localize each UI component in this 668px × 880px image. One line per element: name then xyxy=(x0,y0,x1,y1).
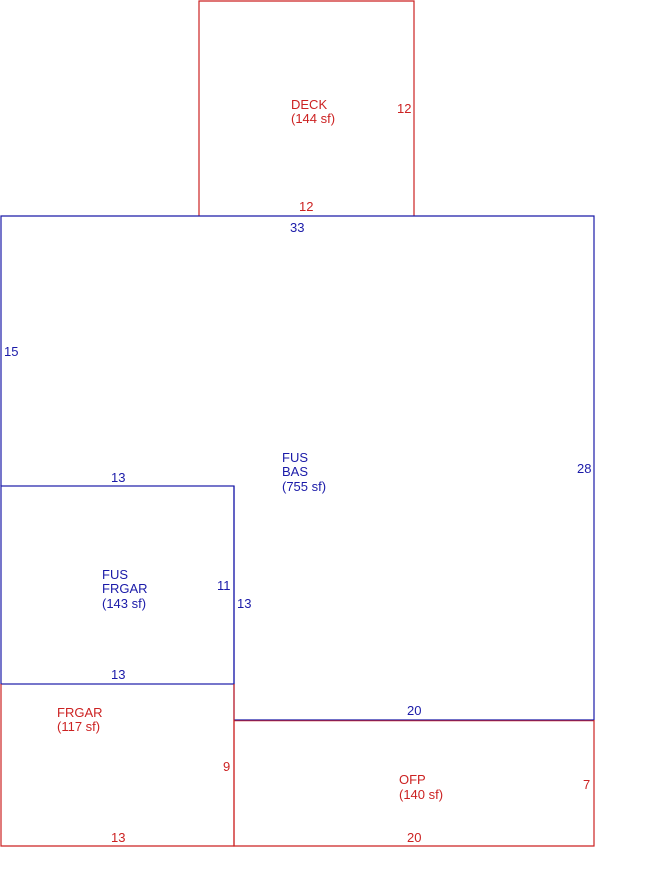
deck-dim-right: 12 xyxy=(397,101,411,116)
frgar-area: FRGAR (117 sf) 9 13 xyxy=(0,684,235,847)
deck-dim-bottom: 12 xyxy=(299,199,313,214)
fus-bas-dim-top: 33 xyxy=(290,220,304,235)
fus-frgar-label-line2: FRGAR xyxy=(102,581,148,596)
ofp-dim-bottom: 20 xyxy=(407,830,421,845)
frgar-dim-right: 9 xyxy=(223,759,230,774)
fus-frgar-outline xyxy=(0,485,235,685)
fus-bas-area: 33 15 28 FUS BAS (755 sf) 13 20 xyxy=(0,215,595,721)
fus-bas-label-line2: BAS xyxy=(282,464,308,479)
fus-bas-label-line1: FUS xyxy=(282,450,308,465)
ofp-area: OFP (140 sf) 7 20 xyxy=(233,720,595,847)
fus-bas-outline-top xyxy=(0,215,595,720)
fus-bas-dim-inner: 13 xyxy=(237,596,251,611)
frgar-label: FRGAR xyxy=(57,705,103,720)
frgar-area-value: (117 sf) xyxy=(57,719,100,734)
ofp-label: OFP xyxy=(399,772,426,787)
deck-area-value: (144 sf) xyxy=(291,111,335,126)
deck-area: DECK (144 sf) 12 12 xyxy=(198,0,415,216)
fus-bas-dim-right: 28 xyxy=(577,461,591,476)
deck-outline xyxy=(198,0,415,216)
fus-bas-dim-bottom: 20 xyxy=(407,703,421,718)
fus-bas-area-value: (755 sf) xyxy=(282,479,326,494)
fus-frgar-dim-right: 11 xyxy=(217,578,231,593)
ofp-outline xyxy=(233,720,595,847)
frgar-dim-bottom: 13 xyxy=(111,830,125,845)
fus-frgar-label-line1: FUS xyxy=(102,567,128,582)
fus-frgar-dim-top: 13 xyxy=(111,470,125,485)
fus-frgar-area-value: (143 sf) xyxy=(102,596,146,611)
fus-frgar-area: 13 FUS FRGAR (143 sf) 11 13 xyxy=(0,470,235,685)
fus-frgar-dim-bottom: 13 xyxy=(111,667,125,682)
ofp-area-value: (140 sf) xyxy=(399,787,443,802)
frgar-outline xyxy=(0,684,235,847)
ofp-dim-right: 7 xyxy=(583,777,590,792)
fus-bas-dim-left: 15 xyxy=(4,344,18,359)
deck-label: DECK xyxy=(291,97,327,112)
